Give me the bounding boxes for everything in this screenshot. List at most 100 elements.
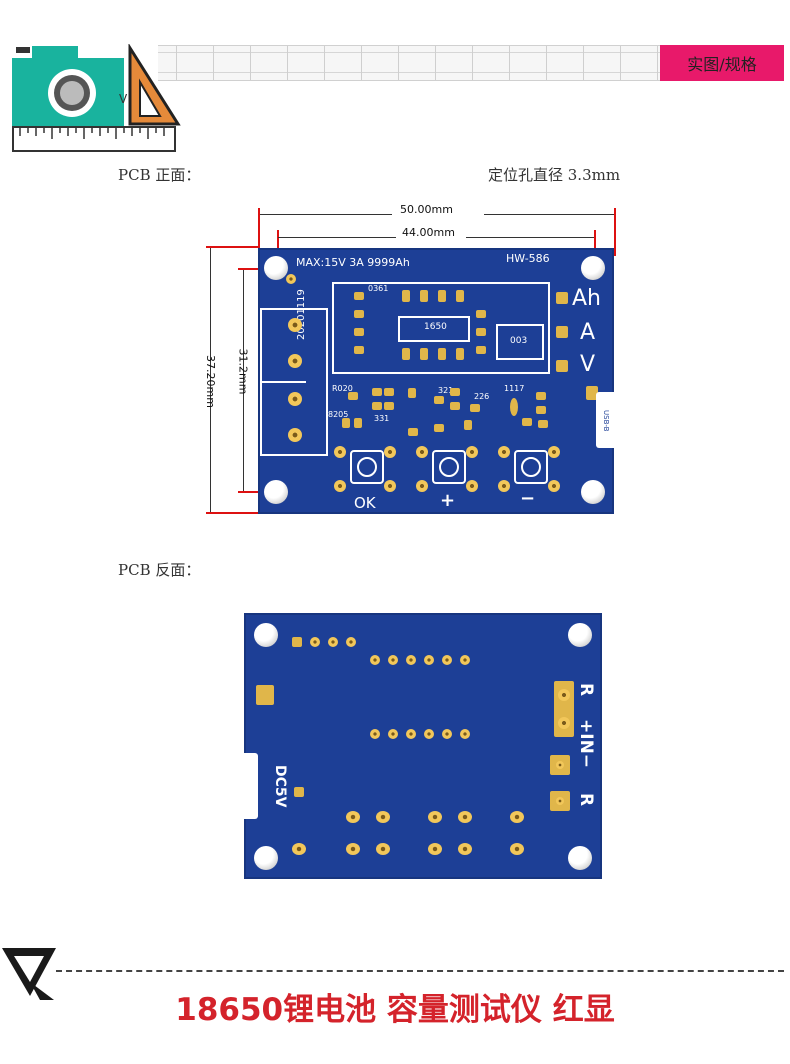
in-hole [556, 797, 564, 805]
smd-pad [408, 388, 416, 398]
smd-pad [354, 292, 364, 300]
small-pad [286, 274, 296, 284]
ic-pad [424, 655, 434, 665]
silk-date: 20201119 [296, 289, 307, 340]
usb-pad [586, 386, 598, 400]
mount-hole [254, 846, 278, 870]
minus-button-footprint [514, 450, 548, 484]
smd-pad [372, 388, 382, 396]
camera-icon [12, 46, 124, 128]
smd-pad [354, 328, 364, 336]
smd-pad [434, 424, 444, 432]
square-pad [256, 685, 274, 705]
in-hole [556, 761, 564, 769]
smd-pad [522, 418, 532, 426]
ic-pad [370, 729, 380, 739]
button-pad [428, 811, 442, 823]
dim-top-red [206, 246, 258, 248]
button-pad [498, 480, 510, 492]
back-section-label: PCB 反面： [118, 561, 201, 579]
ic-pad [460, 729, 470, 739]
silk-r020: R020 [332, 384, 353, 393]
smd-pad [476, 310, 486, 318]
silk-disp: 003 [510, 336, 528, 346]
smd-pad [372, 402, 382, 410]
smd-pad [342, 418, 350, 428]
minus-label: − [520, 488, 536, 509]
silk-8205: 8205 [328, 410, 349, 419]
ic-outline [398, 316, 470, 342]
brand-logo-icon [2, 948, 56, 1000]
dim-inner-right-red [594, 230, 596, 256]
r-shunt-hole [558, 689, 570, 701]
smd-pad [384, 388, 394, 396]
hole-diameter-note: 定位孔直径 3.3mm [488, 166, 621, 184]
button-pad [346, 843, 360, 855]
button-pad [466, 480, 478, 492]
dim-inner-width: 44.00mm [402, 226, 455, 239]
header-tag: 实图/规格 [660, 45, 784, 81]
ic-pad [388, 729, 398, 739]
ruler-icon [12, 126, 176, 152]
terminal-pad [288, 354, 302, 368]
silk-model: HW-586 [506, 252, 550, 265]
ic-pad [438, 348, 446, 360]
terminal-divider [260, 381, 306, 383]
unit-ah-label: Ah [572, 286, 601, 311]
led-pad [556, 326, 568, 338]
dc-jack-cutout [244, 753, 258, 819]
smd-pad [354, 310, 364, 318]
ic-pad [406, 655, 416, 665]
dim-bottom-red [206, 512, 264, 514]
mount-hole [264, 480, 288, 504]
ic-pad [442, 729, 452, 739]
triangle-ruler-icon [128, 44, 181, 126]
button-pad [416, 446, 428, 458]
dim-outer-line-right [484, 214, 614, 215]
button-pad [384, 446, 396, 458]
button-pad [498, 446, 510, 458]
ic-pad [420, 290, 428, 302]
smd-pad [450, 402, 460, 410]
smd-pad [476, 346, 486, 354]
mount-hole [581, 480, 605, 504]
ic-pad [438, 290, 446, 302]
button-pad [458, 811, 472, 823]
header-pad [292, 637, 302, 647]
dim-inner-vline [243, 270, 244, 491]
terminal-pad [288, 428, 302, 442]
smd-pad [384, 402, 394, 410]
smd-pad [450, 388, 460, 396]
ic-pad [456, 348, 464, 360]
dim-outer-vline [210, 248, 211, 512]
dim-left-red [258, 208, 260, 256]
footer-dashed-line [56, 970, 784, 972]
camera-ruler-logo: V [12, 44, 181, 154]
button-pad [384, 480, 396, 492]
smd-pad [476, 328, 486, 336]
r-shunt-hole [558, 717, 570, 729]
smd-pad [354, 418, 362, 428]
usb-port [596, 392, 614, 448]
button-pad [292, 843, 306, 855]
plus-label: + [440, 490, 456, 511]
dim-inner-line-left [278, 237, 396, 238]
ic-pad [402, 348, 410, 360]
mount-hole [581, 256, 605, 280]
dim-right-red [614, 208, 616, 256]
led-pad [556, 360, 568, 372]
mount-hole [568, 623, 592, 647]
silk-r-top: R [576, 683, 596, 697]
led-pad [556, 292, 568, 304]
smd-pad [470, 404, 480, 412]
logo-letter: V [119, 92, 128, 106]
ic-pad [424, 729, 434, 739]
chip-003-outline [496, 324, 544, 360]
silk-1117: 1117 [504, 384, 525, 393]
dim-inner-top-red [238, 268, 268, 270]
header-pad [346, 637, 356, 647]
dim-outer-width: 50.00mm [400, 203, 453, 216]
button-pad [376, 843, 390, 855]
button-pad [334, 480, 346, 492]
terminal-pad [288, 392, 302, 406]
